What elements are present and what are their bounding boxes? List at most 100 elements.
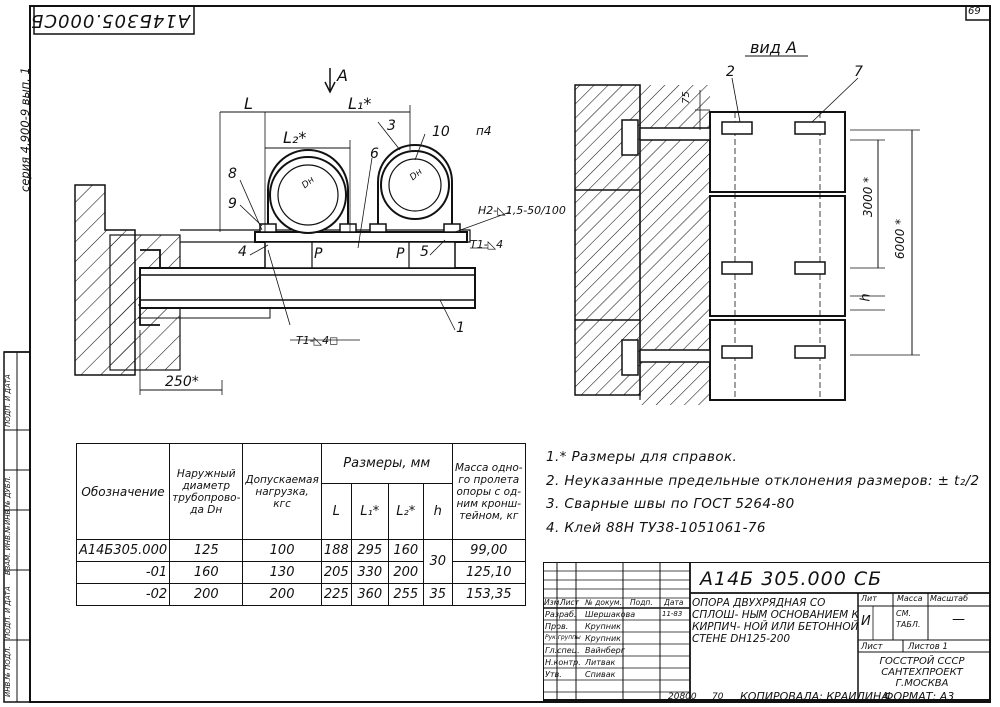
- cell-designation: -01: [75, 561, 171, 584]
- callout-5: 5: [420, 244, 429, 260]
- spec-table: Обозначение Наружный диаметр трубопрово-…: [75, 443, 526, 606]
- th-load: Допускаемая нагрузка, кгс: [242, 443, 322, 540]
- lit-value: И: [861, 614, 871, 629]
- page-number: 69: [968, 6, 981, 17]
- cell-L: 225: [320, 583, 352, 606]
- cell-mass: 125,10: [451, 561, 526, 584]
- col-list: Лист: [560, 598, 580, 607]
- dim-3000: 3000 *: [861, 176, 876, 218]
- role-name-1: Крупник: [585, 622, 621, 631]
- dim-h: h: [858, 293, 874, 302]
- callout-10: 10: [432, 124, 450, 140]
- sheet-label: Лист: [861, 642, 883, 652]
- weld-note-t1: Т1-◺4: [470, 238, 504, 251]
- th-h: h: [422, 483, 453, 540]
- scale-value: —: [952, 612, 965, 627]
- footer-copied: Копировала: Краилина: [740, 690, 889, 703]
- load-label-p2: P: [396, 246, 405, 262]
- callout-8: 8: [228, 166, 237, 182]
- role-4: Н.контр.: [545, 658, 581, 667]
- notes-block: 1.* Размеры для справок. 2. Неуказанные …: [546, 446, 980, 540]
- side-label-sign2: ПОДП. И ДАТА: [4, 374, 12, 427]
- cell-diameter: 160: [169, 561, 244, 584]
- org-name: ГОССТРОЙ СССР САНТЕХПРОЕКТ г.Москва: [879, 656, 965, 689]
- cell-h: 35: [422, 583, 453, 606]
- callout-3: 3: [387, 118, 396, 134]
- cell-h: 30: [422, 539, 453, 584]
- footer-format: Формат: А3: [884, 690, 955, 703]
- title-block-name: Опора двухрядная со сплош- ным основание…: [692, 597, 860, 645]
- note-3: 3. Сварные швы по ГОСТ 5264-80: [546, 496, 795, 512]
- th-L: L: [320, 483, 352, 540]
- cell-L1: 360: [350, 583, 389, 606]
- dim-L2: L₂*: [283, 128, 307, 147]
- table-row: А14Б305.000 125 100 188 295 160 30 99,00: [75, 539, 526, 584]
- cell-L: 205: [320, 561, 352, 584]
- cell-L2: 160: [387, 539, 424, 562]
- th-sizes: Размеры, мм: [320, 443, 453, 484]
- role-name-2: Крупник: [585, 634, 621, 643]
- table-row: -01 160 130 205 330 200 125,10: [75, 561, 526, 584]
- view-arrow-label: A: [337, 66, 348, 85]
- cell-mass: 153,35: [451, 583, 526, 606]
- callout-9: 9: [228, 196, 237, 212]
- document-code-rotated: А14Б305.000СБ: [30, 10, 190, 31]
- weld-note-n4: п4: [476, 124, 492, 138]
- cell-diameter: 200: [169, 583, 244, 606]
- role-name-4: Литвак: [585, 658, 616, 667]
- col-doc: № докум.: [585, 598, 622, 607]
- role-3: Гл.спец.: [545, 646, 580, 655]
- col-sign: Подп.: [630, 598, 653, 607]
- note-4: 4. Клей 88Н ТУ38-1051061-76: [546, 519, 766, 536]
- weld-note-h2: Н2-◺1,5-50/100: [478, 204, 566, 217]
- col-izm: Изм.: [544, 598, 562, 607]
- th-mass: Масса одно-го пролета опоры с од-ним кро…: [451, 443, 526, 540]
- th-designation: Обозначение: [75, 443, 171, 540]
- role-5: Утв.: [545, 670, 562, 679]
- callout-1: 1: [456, 320, 465, 336]
- role-name-0: Шершакова: [585, 610, 636, 619]
- scale-label: Масштаб: [930, 594, 969, 603]
- footer-inv: 20800: [668, 692, 697, 702]
- note-2: 2. Неуказанные предельные отклонения раз…: [546, 472, 980, 489]
- role-name-5: Спивак: [585, 670, 616, 679]
- cell-L2: 255: [387, 583, 424, 606]
- series-label: серия 4.900-9 вып. 1: [18, 67, 32, 192]
- cell-load: 100: [242, 539, 322, 562]
- role-0: Разраб.: [545, 610, 577, 619]
- mass-label: Масса: [897, 594, 923, 603]
- sheets-label: Листов 1: [908, 642, 948, 652]
- th-L2: L₂*: [387, 483, 424, 540]
- callout-4: 4: [238, 244, 247, 260]
- dim-L: L: [244, 94, 253, 113]
- role-1: Пров.: [545, 622, 569, 631]
- lit-label: Лит: [861, 594, 877, 603]
- weld-note-t1-box: Т1-◺4◻: [296, 334, 339, 347]
- side-label-sign: ПОДП. И ДАТА: [4, 586, 12, 639]
- note-1: 1.* Размеры для справок.: [546, 449, 738, 465]
- cell-load: 130: [242, 561, 322, 584]
- role-2: Рук.группы: [545, 634, 581, 641]
- dim-75: 75: [680, 91, 692, 104]
- cell-L1: 295: [350, 539, 389, 562]
- mass-value: См. табл.: [896, 609, 921, 629]
- cell-mass: 99,00: [451, 539, 526, 562]
- callout-2: 2: [726, 64, 735, 80]
- title-block-frame: [543, 562, 990, 701]
- cell-L2: 200: [387, 561, 424, 584]
- role-name-3: Вайнберг: [585, 646, 625, 655]
- callout-7: 7: [854, 64, 863, 80]
- role-date-0: 11-83: [662, 610, 683, 618]
- th-diameter: Наружный диаметр трубопрово-да Dн: [169, 443, 244, 540]
- load-label-p1: P: [314, 246, 323, 262]
- cell-L1: 330: [350, 561, 389, 584]
- cell-diameter: 125: [169, 539, 244, 562]
- side-label-dubl: ИНВ.№ ДУБЛ.: [4, 475, 12, 525]
- footer-num: 70: [712, 692, 724, 702]
- cell-designation: А14Б305.000: [75, 539, 171, 562]
- dim-L1: L₁*: [348, 94, 372, 113]
- title-block-code: А14Б 305.000 СБ: [700, 568, 883, 590]
- view-a-title: вид А: [750, 38, 797, 57]
